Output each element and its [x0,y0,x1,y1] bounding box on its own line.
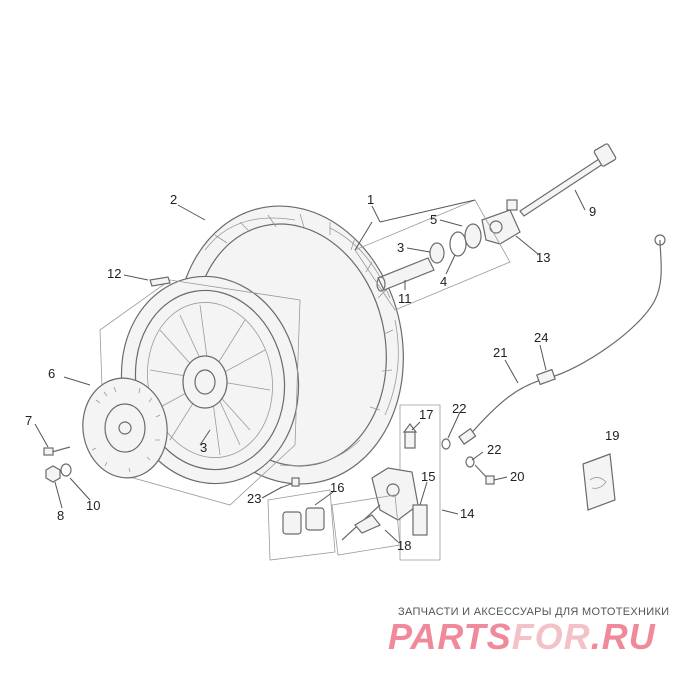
callout-9: 9 [589,204,596,219]
callout-8: 8 [57,508,64,523]
callout-23: 23 [247,491,261,506]
callout-21: 21 [493,345,507,360]
callout-3-hub: 3 [397,240,404,255]
caliper-bracket [412,504,428,536]
decal-sticker [582,453,616,511]
tire-valve [149,276,171,287]
banjo-bolt [474,464,495,485]
leader-lines [34,189,586,543]
callout-24: 24 [534,330,548,345]
brake-disc [82,377,168,479]
spacer-tube [376,257,435,292]
callout-19: 19 [605,428,619,443]
brake-pads [282,507,325,535]
callout-7: 7 [25,413,32,428]
callout-17: 17 [419,407,433,422]
caliper-pin-kit [341,504,381,541]
callout-12: 12 [107,266,121,281]
spacer-ring [464,223,482,249]
callout-3-rim: 3 [200,440,207,455]
callout-11: 11 [398,291,412,306]
brake-hose [458,234,666,445]
callout-1: 1 [367,192,374,207]
copper-washer [441,438,451,450]
callout-6: 6 [48,366,55,381]
callout-22-lower: 22 [487,442,501,457]
brake-caliper [371,467,419,521]
callout-20: 20 [510,469,524,484]
callout-16: 16 [330,480,344,495]
oil-seal [449,231,467,257]
brand-logo-parts: PARTS [388,616,512,657]
speedometer-drive [481,199,521,245]
pin-kit-box [331,494,401,556]
callout-4: 4 [440,274,447,289]
nut [45,463,72,483]
disc-bolt [43,446,71,456]
axle [519,143,617,217]
callout-labels: 1 2 3 3 4 5 6 7 8 9 10 11 12 13 14 15 16… [25,192,619,553]
callout-2: 2 [170,192,177,207]
screw [279,477,300,489]
callout-5: 5 [430,212,437,227]
callout-22-upper: 22 [452,401,466,416]
callout-13: 13 [536,250,550,265]
brand-logo-ru: .RU [590,616,656,657]
brand-logo: PARTSFOR.RU [388,616,656,658]
brand-logo-for: FOR [511,616,591,657]
callout-18: 18 [397,538,411,553]
bearing [429,242,445,264]
brand-tagline: ЗАПЧАСТИ И АКСЕССУАРЫ ДЛЯ МОТОТЕХНИКИ [398,606,670,618]
bleed-screw [402,423,418,449]
brake-pads-box [267,489,336,561]
callout-10: 10 [86,498,100,513]
hub-kit-box [354,199,511,311]
callout-15: 15 [421,469,435,484]
copper-washer [465,456,475,468]
callout-14: 14 [460,506,474,521]
